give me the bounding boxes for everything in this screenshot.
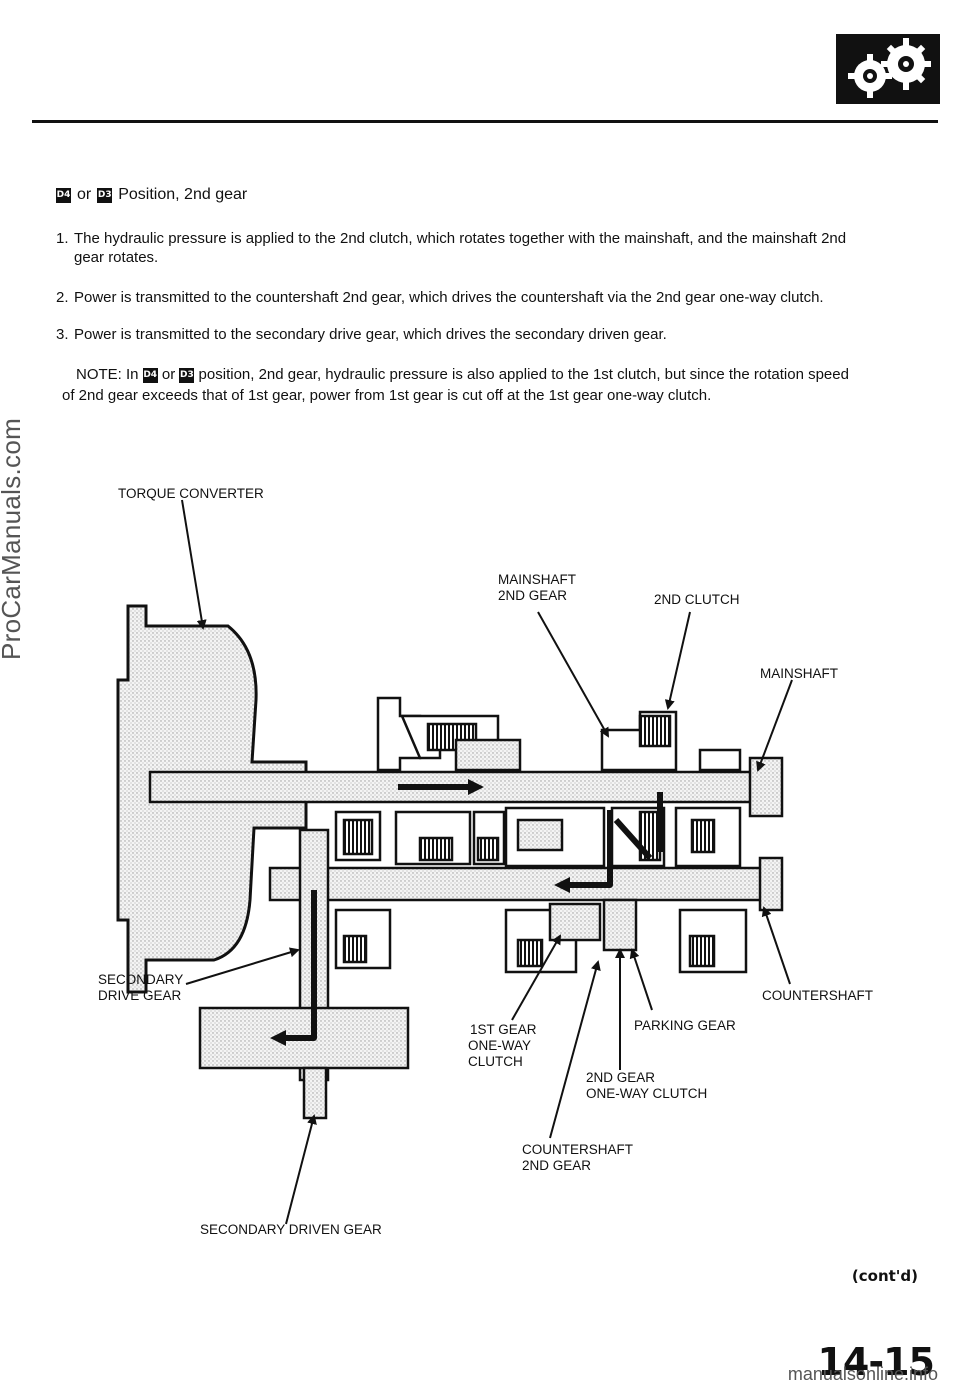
d3-position-icon: D3 xyxy=(97,187,113,203)
label-secondary-driven-gear: SECONDARY DRIVEN GEAR xyxy=(200,1222,382,1237)
continued-marker: (cont'd) xyxy=(851,1267,918,1285)
gears-logo-icon xyxy=(836,34,940,104)
label-mainshaft: MAINSHAFT xyxy=(760,666,839,681)
step-2: 2.Power is transmitted to the countersha… xyxy=(56,289,824,306)
note: NOTE: In D4 or D3 position, 2nd gear, hy… xyxy=(62,366,849,404)
d4-position-icon: D4 xyxy=(56,187,71,203)
footer-watermark: manualsonline.info xyxy=(787,1364,938,1384)
section-title-text: Position, 2nd gear xyxy=(118,186,248,203)
section-title: D4 or D3 Position, 2nd gear xyxy=(56,186,247,204)
label-2nd-gear-owc-line1: 2ND GEAR xyxy=(586,1070,656,1085)
label-torque-converter: TORQUE CONVERTER xyxy=(118,486,264,501)
label-secondary-drive-gear-line2: DRIVE GEAR xyxy=(98,988,182,1003)
label-secondary-drive-gear-line1: SECONDARY xyxy=(98,972,184,987)
label-1st-gear-owc-line2: ONE-WAY xyxy=(468,1038,531,1053)
countershaft-shape xyxy=(268,866,782,902)
label-countershaft-2nd-gear-line1: COUNTERSHAFT xyxy=(522,1142,633,1157)
label-mainshaft-2nd-gear-line2: 2ND GEAR xyxy=(498,588,568,603)
header-rule xyxy=(32,120,938,123)
label-1st-gear-owc-line1: 1ST GEAR xyxy=(470,1022,537,1037)
label-countershaft-2nd-gear-line2: 2ND GEAR xyxy=(522,1158,592,1173)
label-2nd-clutch: 2ND CLUTCH xyxy=(654,592,740,607)
label-1st-gear-owc-line3: CLUTCH xyxy=(468,1054,523,1069)
page-number: 14-15 xyxy=(817,1340,935,1384)
or-text: or xyxy=(77,186,92,203)
secondary-driven-gear-shape xyxy=(198,828,410,1120)
d3-position-icon: D3 xyxy=(179,367,195,383)
label-countershaft: COUNTERSHAFT xyxy=(762,988,873,1003)
label-mainshaft-2nd-gear-line1: MAINSHAFT xyxy=(498,572,577,587)
step-1: 1.The hydraulic pressure is applied to t… xyxy=(56,230,847,266)
label-parking-gear: PARKING GEAR xyxy=(634,1018,736,1033)
label-2nd-gear-owc-line2: ONE-WAY CLUTCH xyxy=(586,1086,708,1101)
step-3: 3.Power is transmitted to the secondary … xyxy=(56,326,667,343)
d4-position-icon: D4 xyxy=(142,367,158,383)
